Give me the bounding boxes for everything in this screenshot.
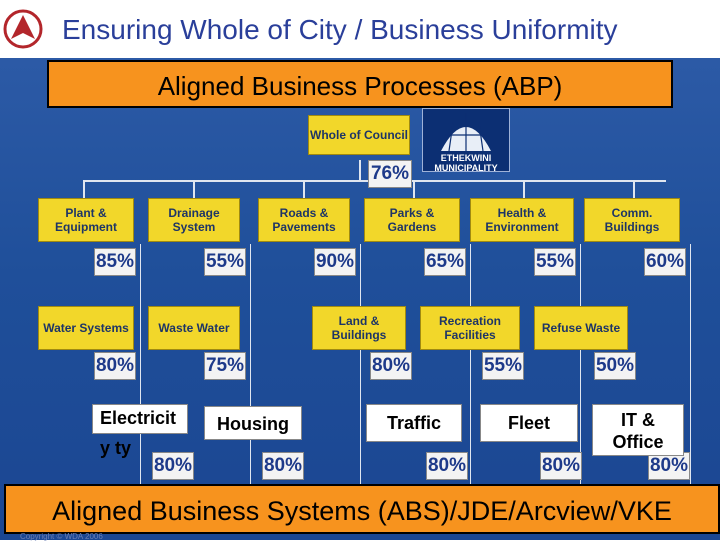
connector-line [470, 244, 471, 484]
logo-line2: MUNICIPALITY [434, 163, 498, 173]
ethekwini-logo [3, 9, 43, 49]
pct-electricity: 80% [152, 452, 194, 480]
dome-icon [441, 113, 491, 152]
pct-health-environment: 55% [534, 248, 576, 276]
copyright-text: Copyright © WDA 2006 [20, 532, 103, 541]
slide-title: Ensuring Whole of City / Business Unifor… [62, 14, 618, 45]
node-drainage-system: Drainage System [148, 198, 240, 242]
node-waste-water: Waste Water [148, 306, 240, 350]
pct-recreation-facilities: 55% [482, 352, 524, 380]
title-bar: Ensuring Whole of City / Business Unifor… [0, 0, 720, 58]
aligned-systems-banner: Aligned Business Systems (ABS)/JDE/Arcvi… [4, 484, 720, 534]
pct-refuse-waste: 50% [594, 352, 636, 380]
connector-line [193, 180, 195, 198]
pct-fleet: 80% [540, 452, 582, 480]
node-roads-pavements: Roads & Pavements [258, 198, 350, 242]
pct-water-systems: 80% [94, 352, 136, 380]
pct-plant-equipment: 85% [94, 248, 136, 276]
pct-land-buildings: 80% [370, 352, 412, 380]
pct-parks-gardens: 65% [424, 248, 466, 276]
pct-traffic: 80% [426, 452, 468, 480]
node-parks-gardens: Parks & Gardens [364, 198, 460, 242]
label-electricity-line2: y ty [100, 438, 132, 458]
pct-it-office: 80% [648, 452, 690, 480]
label-electricity-line1: Electricit [100, 408, 177, 428]
pct-comm-buildings: 60% [644, 248, 686, 276]
label-it-office-line1: IT & [621, 410, 655, 430]
node-whole-of-council: Whole of Council [308, 115, 410, 155]
pct-drainage-system: 55% [204, 248, 246, 276]
label-fleet: Fleet [480, 404, 578, 442]
label-traffic: Traffic [366, 404, 462, 442]
label-housing: Housing [204, 406, 302, 440]
connector-line [413, 180, 415, 198]
logo-line1: ETHEKWINI [440, 153, 492, 163]
pct-roads-pavements: 90% [314, 248, 356, 276]
node-land-buildings: Land & Buildings [312, 306, 406, 350]
connector-line [580, 244, 581, 484]
node-health-environment: Health & Environment [470, 198, 574, 242]
label-it-office-line2: Office [612, 432, 664, 452]
connector-line [303, 180, 305, 198]
node-recreation-facilities: Recreation Facilities [420, 306, 520, 350]
connector-line [690, 244, 691, 484]
pct-housing: 80% [262, 452, 304, 480]
aligned-processes-banner: Aligned Business Processes (ABP) [47, 60, 673, 108]
connector-line [83, 180, 85, 198]
connector-line [140, 244, 141, 484]
label-it-office: IT & Office [592, 404, 684, 456]
node-refuse-waste: Refuse Waste [534, 306, 628, 350]
label-electricity: Electricit [92, 404, 188, 434]
connector-line [523, 180, 525, 198]
node-plant-equipment: Plant & Equipment [38, 198, 134, 242]
node-comm-buildings: Comm. Buildings [584, 198, 680, 242]
connector-line [633, 180, 635, 198]
connector-line [359, 160, 361, 180]
connector-line [360, 244, 361, 484]
pct-whole-of-council: 76% [368, 160, 412, 188]
node-water-systems: Water Systems [38, 306, 134, 350]
pct-waste-water: 75% [204, 352, 246, 380]
connector-line [250, 244, 251, 484]
